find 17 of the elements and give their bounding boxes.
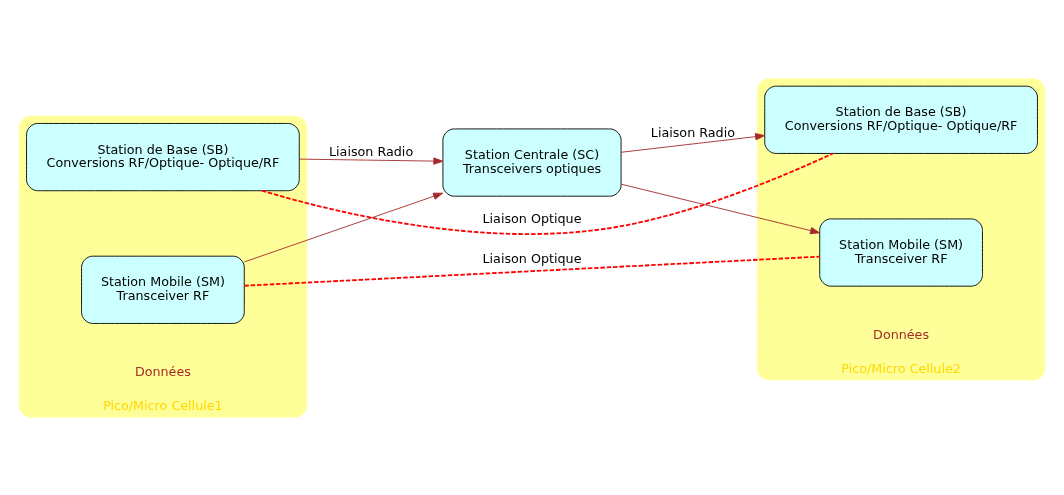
edge-label: Liaison Optique bbox=[482, 210, 582, 226]
node-box: Station Centrale (SC) Transceivers optiques bbox=[442, 127, 622, 197]
label: Données bbox=[134, 363, 191, 379]
node-box: Station de Base (SB) Conversions RF/Optique- Optique/RF bbox=[764, 85, 1038, 154]
label: Données bbox=[873, 326, 930, 342]
arrow bbox=[243, 192, 444, 262]
arrow bbox=[620, 132, 766, 153]
edge-label: Liaison Radio bbox=[328, 143, 414, 159]
node-box: Station Mobile (SM) Transceiver RF bbox=[81, 255, 245, 324]
node-box: Station de Base (SB) Conversions RF/Optique- Optique/RF bbox=[26, 122, 300, 191]
arrow bbox=[620, 183, 821, 234]
arrow bbox=[298, 156, 444, 165]
node-box: Station Mobile (SM) Transceiver RF bbox=[819, 217, 983, 287]
connector bbox=[243, 255, 821, 287]
connector bbox=[260, 152, 834, 235]
edge-label: Liaison Radio bbox=[650, 124, 736, 140]
edge-label: Liaison Optique bbox=[482, 250, 582, 266]
